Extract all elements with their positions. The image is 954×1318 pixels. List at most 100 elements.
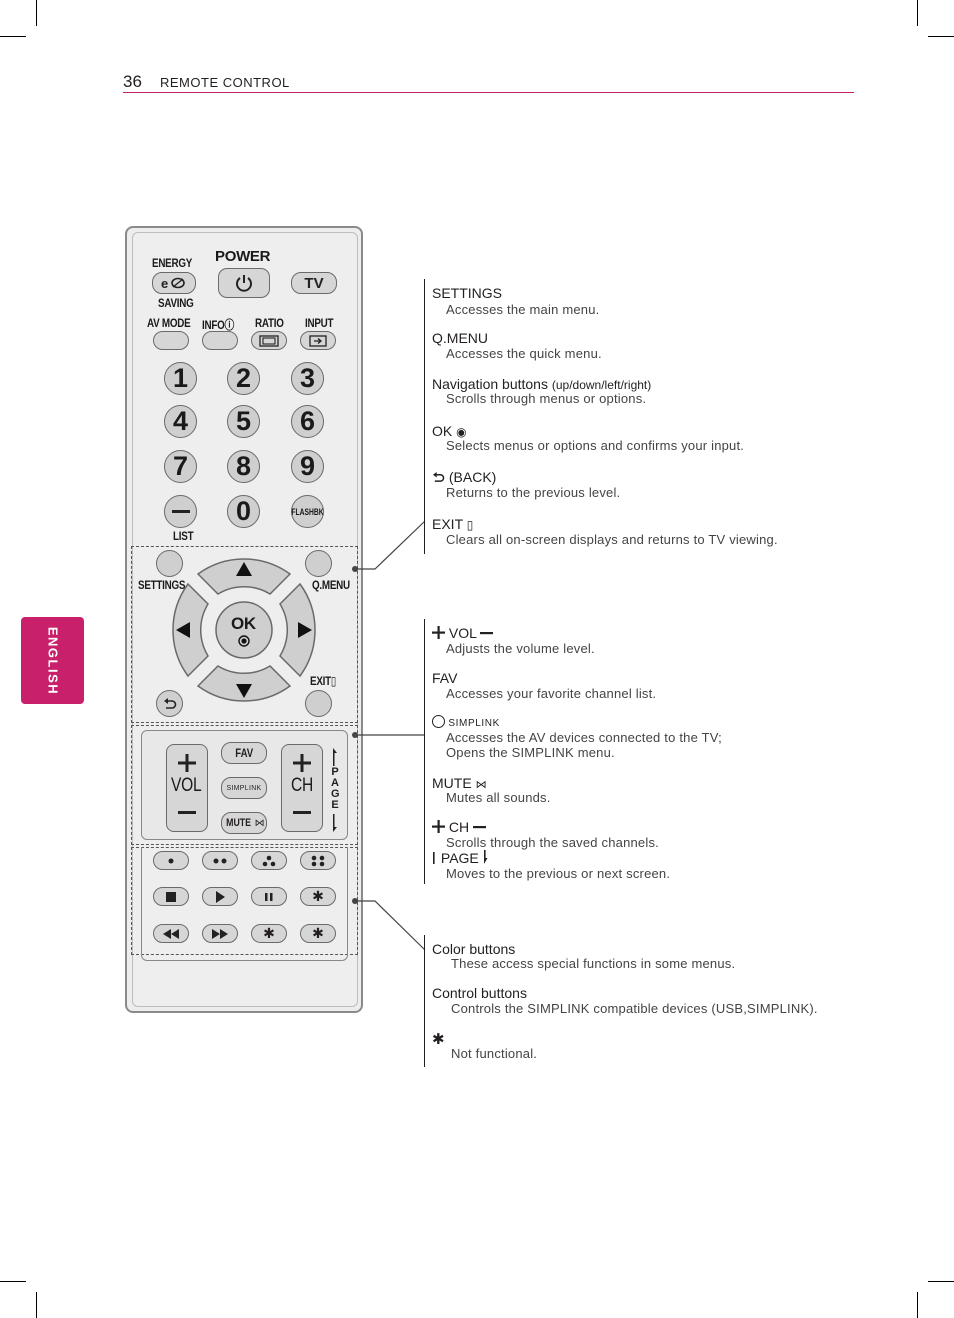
exit-button[interactable] [305, 690, 332, 717]
color-control-panel [141, 847, 348, 961]
back-button[interactable] [156, 690, 183, 717]
settings-label: SETTINGS [138, 578, 186, 592]
info-button[interactable] [202, 331, 238, 350]
play-button[interactable] [202, 887, 238, 906]
control-buttons-term: Control buttons [432, 985, 527, 1001]
tv-button[interactable]: TV [291, 272, 337, 294]
mute-button[interactable]: MUTE⋈ [221, 812, 267, 834]
number-button-0[interactable]: 0 [227, 495, 260, 528]
pause-button[interactable] [251, 887, 287, 906]
info-icon: ⓘ [224, 318, 235, 332]
settings-desc: Accesses the main menu. [446, 302, 600, 317]
rewind-button[interactable] [153, 924, 189, 943]
page-letter: P [331, 766, 339, 778]
three-dots-icon [262, 855, 276, 866]
number-button-7[interactable]: 7 [164, 450, 197, 483]
color-button-blue[interactable] [300, 851, 336, 870]
qmenu-desc: Accesses the quick menu. [446, 346, 602, 361]
number-button-2[interactable]: 2 [227, 362, 260, 395]
navigation-qualifier: (up/down/left/right) [551, 378, 652, 392]
ratio-button[interactable] [251, 331, 287, 350]
qmenu-button[interactable] [305, 550, 332, 577]
not-functional-button[interactable]: ✱ [300, 924, 336, 943]
energy-label: ENERGY [152, 256, 193, 270]
input-icon [309, 334, 327, 347]
number-button-1[interactable]: 1 [164, 362, 197, 395]
number-button-5[interactable]: 5 [227, 405, 260, 438]
list-label: LIST [173, 529, 194, 543]
power-button[interactable] [218, 268, 270, 298]
exit-term-text: EXIT [432, 516, 463, 532]
simplink-term-text: SIMPLINK [448, 718, 500, 729]
qmenu-term: Q.MENU [432, 330, 488, 346]
nav-left-button[interactable] [172, 582, 209, 678]
minus-icon [480, 632, 494, 635]
ok-button[interactable] [215, 601, 273, 659]
info-label: INFOⓘ [202, 316, 234, 333]
energy-saving-button[interactable]: e [152, 272, 196, 294]
color-button-green[interactable] [202, 851, 238, 870]
ch-rocker[interactable]: CH [281, 744, 323, 832]
color-button-red[interactable] [153, 851, 189, 870]
not-functional-button[interactable]: ✱ [300, 887, 336, 906]
volume-channel-section [131, 725, 358, 845]
nav-right-button[interactable] [279, 582, 316, 678]
av-mode-button[interactable] [153, 331, 189, 350]
language-tab: ENGLISH [21, 617, 84, 704]
page-up-icon [433, 852, 435, 864]
svg-text:e: e [161, 276, 168, 290]
back-term: (BACK) [432, 469, 496, 485]
number-button-4[interactable]: 4 [164, 405, 197, 438]
list-button[interactable] [164, 495, 197, 528]
arrow-up-icon [236, 562, 252, 576]
crop-mark [928, 1281, 954, 1282]
navigation-desc: Scrolls through menus or options. [446, 391, 647, 406]
rewind-icon [163, 928, 179, 939]
mute-term: MUTE ⋈ [432, 775, 487, 791]
ok-dot-icon [238, 635, 250, 647]
flashbk-button[interactable]: FLASHBK [291, 495, 324, 528]
nav-up-button[interactable] [196, 558, 292, 595]
vol-label: VOL [171, 775, 202, 796]
energy-leaf-icon: e [161, 276, 185, 290]
navigation-section [131, 546, 358, 723]
asterisk-icon: ✱ [432, 1031, 445, 1048]
fast-forward-button[interactable] [202, 924, 238, 943]
asterisk-icon: ✱ [312, 925, 324, 941]
simplink-desc-1: Accesses the AV devices connected to the… [446, 730, 722, 745]
number-button-8[interactable]: 8 [227, 450, 260, 483]
number-button-3[interactable]: 3 [291, 362, 324, 395]
ok-term: OK ◉ [432, 423, 467, 439]
tv-button-label: TV [304, 274, 324, 292]
ok-dot-center [241, 638, 247, 644]
nav-down-button[interactable] [196, 665, 292, 702]
simplink-button[interactable]: SIMPLINK [221, 777, 267, 799]
navigation-term-text: Navigation buttons [432, 376, 548, 392]
minus-icon [473, 826, 487, 829]
header-rule [123, 92, 854, 93]
page-letter: G [331, 788, 340, 800]
exit-label-text: EXIT [310, 674, 331, 688]
group-rule [424, 935, 425, 1067]
plus-icon [178, 754, 196, 772]
vol-desc: Adjusts the volume level. [446, 641, 595, 656]
settings-button[interactable] [156, 550, 183, 577]
pause-icon [265, 892, 273, 901]
ratio-icon [259, 334, 279, 347]
fav-button[interactable]: FAV [221, 742, 267, 764]
volume-rocker[interactable]: VOL [166, 744, 208, 832]
not-functional-button[interactable]: ✱ [251, 924, 287, 943]
back-desc: Returns to the previous level. [446, 485, 621, 500]
page-desc: Moves to the previous or next screen. [446, 866, 671, 881]
input-button[interactable] [300, 331, 336, 350]
language-tab-label: ENGLISH [45, 626, 60, 695]
settings-term: SETTINGS [432, 285, 503, 301]
number-button-6[interactable]: 6 [291, 405, 324, 438]
number-button-9[interactable]: 9 [291, 450, 324, 483]
stop-button[interactable] [153, 887, 189, 906]
color-button-yellow[interactable] [251, 851, 287, 870]
page-letter: E [331, 799, 339, 811]
ratio-label: RATIO [255, 316, 284, 330]
color-buttons-term: Color buttons [432, 941, 516, 957]
crop-mark [0, 1281, 26, 1282]
